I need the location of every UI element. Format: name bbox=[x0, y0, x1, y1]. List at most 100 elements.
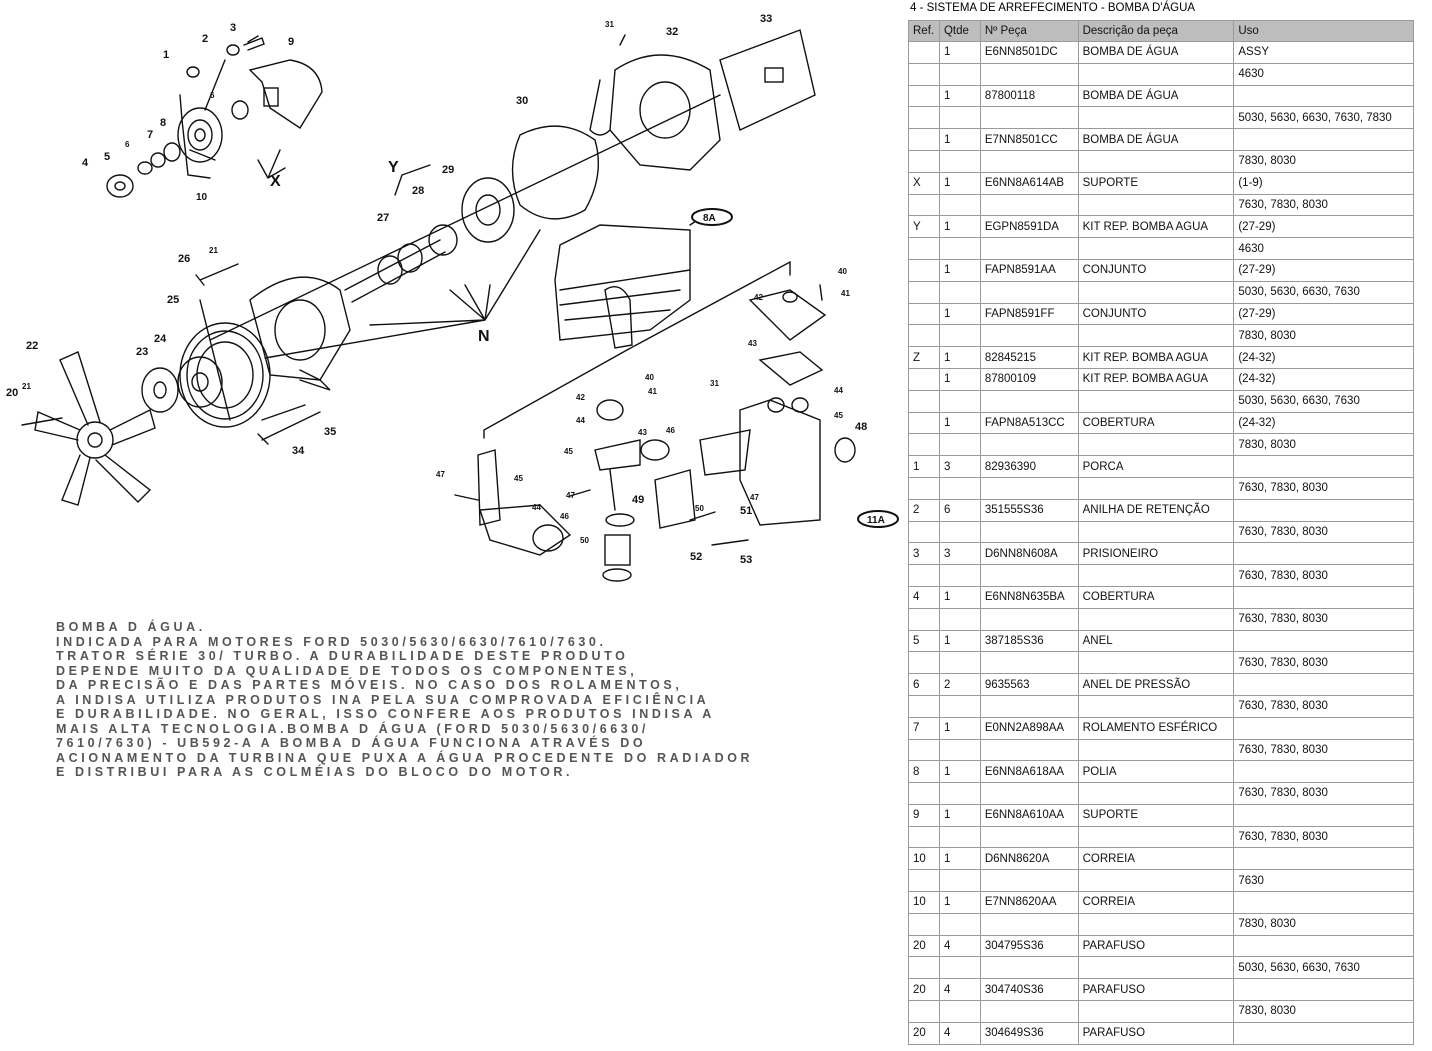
cell-qty bbox=[938, 825, 981, 849]
cell-ref: 20 bbox=[908, 978, 940, 1002]
cell-qty bbox=[938, 651, 981, 675]
cell-usage: 7630, 7830, 8030 bbox=[1233, 476, 1414, 500]
svg-text:2: 2 bbox=[202, 33, 208, 45]
svg-text:8: 8 bbox=[160, 117, 166, 129]
description-line: A INDISA UTILIZA PRODUTOS INA PELA SUA C… bbox=[56, 692, 710, 707]
cell-part-number bbox=[979, 651, 1079, 675]
cell-ref bbox=[908, 193, 940, 217]
table-row: 5030, 5630, 6630, 7630, 7830 bbox=[908, 106, 1414, 130]
cell-ref bbox=[908, 869, 940, 893]
section-references: 8A 11A bbox=[691, 208, 899, 528]
cell-usage: 7630, 7830, 8030 bbox=[1233, 825, 1414, 849]
cell-ref: 4 bbox=[908, 585, 940, 609]
cell-ref bbox=[908, 956, 940, 980]
cell-part-number bbox=[979, 476, 1079, 500]
svg-text:51: 51 bbox=[740, 505, 752, 517]
col-description: Descrição da peça bbox=[1077, 20, 1235, 42]
table-row: 4630 bbox=[908, 62, 1414, 86]
cell-ref bbox=[908, 825, 940, 849]
cell-usage bbox=[1233, 455, 1414, 478]
svg-text:44: 44 bbox=[834, 386, 843, 395]
cell-usage bbox=[1233, 716, 1414, 740]
cell-part-number: FAPN8A513CC bbox=[979, 411, 1079, 435]
description-line: TRATOR SÉRIE 30/ TURBO. A DURABILIDADE D… bbox=[56, 649, 629, 663]
cell-description bbox=[1077, 738, 1235, 762]
reference-arrows bbox=[264, 229, 541, 359]
cell-description: BOMBA DE ÁGUA bbox=[1077, 41, 1235, 64]
cell-ref bbox=[908, 433, 940, 457]
svg-text:43: 43 bbox=[748, 339, 757, 348]
cell-qty: 4 bbox=[938, 978, 981, 1002]
parts-table: Ref. Qtde Nº Peça Descrição da peça Uso … bbox=[908, 20, 1414, 1045]
cell-qty: 1 bbox=[938, 367, 981, 391]
cell-usage: 5030, 5630, 6630, 7630 bbox=[1233, 389, 1414, 413]
pulley-bracket-assembly bbox=[106, 35, 323, 198]
cell-part-number: D6NN8N608A bbox=[979, 542, 1079, 566]
svg-text:45: 45 bbox=[514, 474, 523, 483]
svg-text:21: 21 bbox=[209, 246, 218, 255]
cell-usage: 7830, 8030 bbox=[1233, 433, 1414, 457]
description-line: DA PRECISÃO E DAS PARTES MÓVEIS. NO CASO… bbox=[56, 678, 683, 692]
parts-table-header: Ref. Qtde Nº Peça Descrição da peça Uso bbox=[908, 20, 1414, 42]
cell-usage: (27-29) bbox=[1233, 215, 1414, 239]
table-row: 5030, 5630, 6630, 7630 bbox=[908, 389, 1414, 413]
water-pump-body bbox=[141, 276, 351, 428]
cell-usage: (27-29) bbox=[1233, 258, 1414, 282]
svg-text:26: 26 bbox=[178, 253, 190, 265]
cell-ref bbox=[908, 607, 940, 631]
cell-description: KIT REP. BOMBA AGUA bbox=[1077, 215, 1235, 239]
fan-assembly bbox=[21, 351, 156, 506]
cell-qty: 6 bbox=[938, 498, 981, 522]
svg-text:42: 42 bbox=[576, 393, 585, 402]
svg-text:52: 52 bbox=[690, 551, 702, 563]
table-row: 7830, 8030 bbox=[908, 1000, 1414, 1023]
cell-usage: 7830, 8030 bbox=[1233, 1000, 1414, 1023]
cell-usage: 5030, 5630, 6630, 7630 bbox=[1233, 280, 1414, 304]
cell-part-number: EGPN8591DA bbox=[979, 215, 1079, 239]
cell-usage: 7630, 7830, 8030 bbox=[1233, 651, 1414, 675]
cell-usage bbox=[1233, 542, 1414, 566]
shaft-impeller bbox=[209, 94, 721, 341]
cell-qty: 4 bbox=[938, 1021, 981, 1045]
cell-description bbox=[1077, 564, 1235, 587]
cell-qty: 1 bbox=[938, 171, 981, 195]
svg-text:X: X bbox=[270, 173, 281, 190]
cell-ref bbox=[908, 520, 940, 544]
svg-text:41: 41 bbox=[648, 387, 657, 396]
table-row: 7630, 7830, 8030 bbox=[908, 825, 1414, 849]
col-qty: Qtde bbox=[938, 20, 981, 42]
cell-usage: 7630, 7830, 8030 bbox=[1233, 738, 1414, 762]
svg-text:49: 49 bbox=[632, 494, 644, 506]
svg-text:31: 31 bbox=[605, 20, 614, 29]
table-row: 7630, 7830, 8030 bbox=[908, 651, 1414, 675]
cell-usage: (24-32) bbox=[1233, 367, 1414, 391]
table-row: 5030, 5630, 6630, 7630 bbox=[908, 956, 1414, 980]
cell-description bbox=[1077, 324, 1235, 348]
cell-description bbox=[1077, 607, 1235, 631]
cell-part-number bbox=[979, 280, 1079, 304]
cell-part-number bbox=[979, 825, 1079, 849]
col-ref: Ref. bbox=[908, 20, 940, 42]
svg-text:45: 45 bbox=[834, 411, 843, 420]
svg-text:32: 32 bbox=[666, 26, 678, 38]
cell-ref bbox=[908, 694, 940, 718]
cell-usage bbox=[1233, 585, 1414, 609]
svg-text:6: 6 bbox=[125, 140, 130, 149]
cell-usage: 7630 bbox=[1233, 869, 1414, 893]
cell-ref bbox=[908, 128, 940, 151]
cell-qty bbox=[938, 324, 981, 348]
cell-description: PARAFUSO bbox=[1077, 978, 1235, 1002]
svg-text:47: 47 bbox=[566, 491, 575, 500]
cell-part-number bbox=[979, 738, 1079, 762]
cell-usage bbox=[1233, 84, 1414, 108]
cell-usage bbox=[1233, 1021, 1414, 1045]
cell-ref bbox=[908, 302, 940, 326]
cell-description bbox=[1077, 476, 1235, 500]
cell-part-number bbox=[979, 62, 1079, 86]
table-row: 7630, 7830, 8030 bbox=[908, 564, 1414, 587]
svg-text:45: 45 bbox=[564, 447, 573, 456]
